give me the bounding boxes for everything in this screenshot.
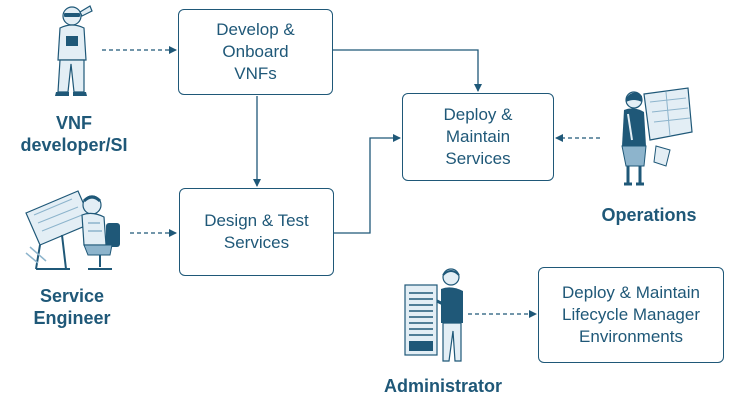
deploy-maintain-lifecycle-box: Deploy & Maintain Lifecycle Manager Envi… (538, 267, 724, 363)
design-test-services-box: Design & Test Services (179, 188, 334, 276)
developer-person-icon (55, 5, 93, 96)
administrator-label: Administrator (383, 376, 502, 396)
deploy-maintain-services-box: Deploy & Maintain Services (402, 93, 554, 181)
engineer-at-drafting-table-icon (25, 190, 120, 270)
administrator-with-server-rack-icon (404, 268, 463, 362)
operations-label: Operations (601, 205, 697, 225)
develop-onboard-vnfs-box: Develop & Onboard VNFs (178, 9, 333, 95)
service-engineer-label: Service Engineer (33, 286, 111, 328)
vnf-developer-label: VNF developer/SI (20, 113, 128, 155)
arrow-develop-to-deploy (333, 49, 482, 92)
arrow-design-to-deploy (334, 134, 401, 234)
operations-woman-with-map-icon (621, 87, 693, 186)
